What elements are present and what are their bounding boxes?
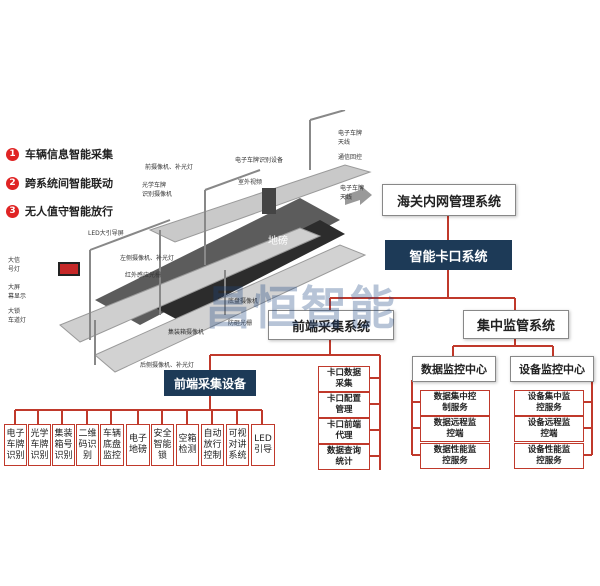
label-led-screen: LED大引导屏 bbox=[88, 230, 124, 237]
feature-text: 跨系统间智能联动 bbox=[25, 177, 113, 190]
front-item-auto-release: 自动 放行 控制 bbox=[201, 424, 224, 466]
device-item-performance: 设备性能监 控服务 bbox=[514, 443, 584, 469]
lower-island bbox=[59, 227, 322, 343]
label-indicator: 大信 号灯 bbox=[8, 257, 21, 273]
data-item-central-control: 数据集中控 制服务 bbox=[420, 390, 490, 416]
device-item-central-monitor: 设备集中监 控服务 bbox=[514, 390, 584, 416]
front-item-intercom: 可视 对讲 系统 bbox=[226, 424, 249, 466]
data-item-remote-monitor: 数据远程监 控端 bbox=[420, 416, 490, 442]
data-center-box: 数据监控中心 bbox=[412, 356, 496, 382]
label-infrared: 红外感应光栅 bbox=[125, 272, 162, 279]
front-item-smart-lock: 安全 智能 锁 bbox=[151, 424, 174, 466]
front-item-qrcode: 二维 码识 别 bbox=[76, 424, 99, 466]
front-item-scale: 电子 地磅 bbox=[126, 424, 150, 466]
label-e-antenna-mid: 电子车牌 天线 bbox=[340, 185, 365, 201]
front-system-box: 前端采集系统 bbox=[268, 310, 394, 340]
feature-number-badge: 3 bbox=[6, 204, 19, 218]
kakou-system-box: 智能卡口系统 bbox=[385, 240, 512, 270]
front-island bbox=[94, 244, 367, 373]
kakou-item-collect: 卡口数据 采集 bbox=[318, 366, 370, 392]
feature-text: 无人值守智能放行 bbox=[25, 205, 113, 218]
root-system-box: 海关内网管理系统 bbox=[382, 184, 516, 216]
front-item-chassis: 车辆 底盘 监控 bbox=[100, 424, 124, 466]
label-side-camera: 左侧摄像机、补光灯 bbox=[120, 255, 175, 262]
label-outdoor-cam: 室外视频 bbox=[238, 179, 263, 186]
label-anti-smash: 防砸光栅 bbox=[228, 320, 253, 327]
kiosk bbox=[262, 188, 276, 214]
feature-number-badge: 2 bbox=[6, 176, 19, 190]
kakou-item-proxy: 卡口前端 代理 bbox=[318, 418, 370, 444]
front-item-e-plate: 电子 车牌 识别 bbox=[4, 424, 27, 466]
front-item-empty-box: 空箱 检测 bbox=[176, 424, 199, 466]
data-item-performance: 数据性能监 控服务 bbox=[420, 443, 490, 469]
front-item-optical-plate: 光学 车牌 识别 bbox=[28, 424, 51, 466]
feature-text: 车辆信息智能采集 bbox=[25, 148, 113, 161]
kakou-item-query: 数据查询 统计 bbox=[318, 444, 370, 470]
label-rear-sync: 后侧摄像机、补光灯 bbox=[140, 362, 195, 369]
label-e-plate-device: 电子车牌识别设备 bbox=[235, 157, 284, 164]
label-front-camera: 前摄像机、补光灯 bbox=[145, 164, 194, 171]
device-center-box: 设备监控中心 bbox=[510, 356, 594, 382]
label-chassis-cam: 底盘摄像机 bbox=[228, 298, 259, 305]
label-optical-plate: 光学车牌 识别摄像机 bbox=[142, 182, 173, 198]
checkpoint-scene-illustration bbox=[58, 110, 372, 373]
label-container-cam: 集装箱摄像机 bbox=[168, 329, 205, 336]
front-devices-box: 前端采集设备 bbox=[164, 370, 256, 396]
device-item-remote-monitor: 设备远程监 控端 bbox=[514, 416, 584, 442]
kakou-item-config: 卡口配置 管理 bbox=[318, 392, 370, 418]
feature-1: 1 车辆信息智能采集 bbox=[6, 146, 113, 162]
brand-watermark: 昌恒智能 bbox=[205, 281, 397, 335]
front-item-container: 集装 箱号 识别 bbox=[52, 424, 75, 466]
weighbridge-label: 地磅 bbox=[268, 236, 288, 247]
feature-3: 3 无人值守智能放行 bbox=[6, 203, 113, 219]
label-top-antenna: 电子车牌 天线 bbox=[338, 130, 363, 146]
label-led-screen2: 大屏 幕显示 bbox=[8, 284, 27, 300]
direction-arrow bbox=[345, 185, 372, 205]
feature-2: 2 跨系统间智能联动 bbox=[6, 175, 113, 191]
feature-number-badge: 1 bbox=[6, 147, 19, 161]
label-lane-light: 大锁 车道灯 bbox=[8, 308, 27, 324]
front-item-led: LED 引导 bbox=[251, 424, 275, 466]
central-system-box: 集中监管系统 bbox=[463, 310, 569, 339]
label-comm-box: 通信回控 bbox=[338, 154, 363, 161]
